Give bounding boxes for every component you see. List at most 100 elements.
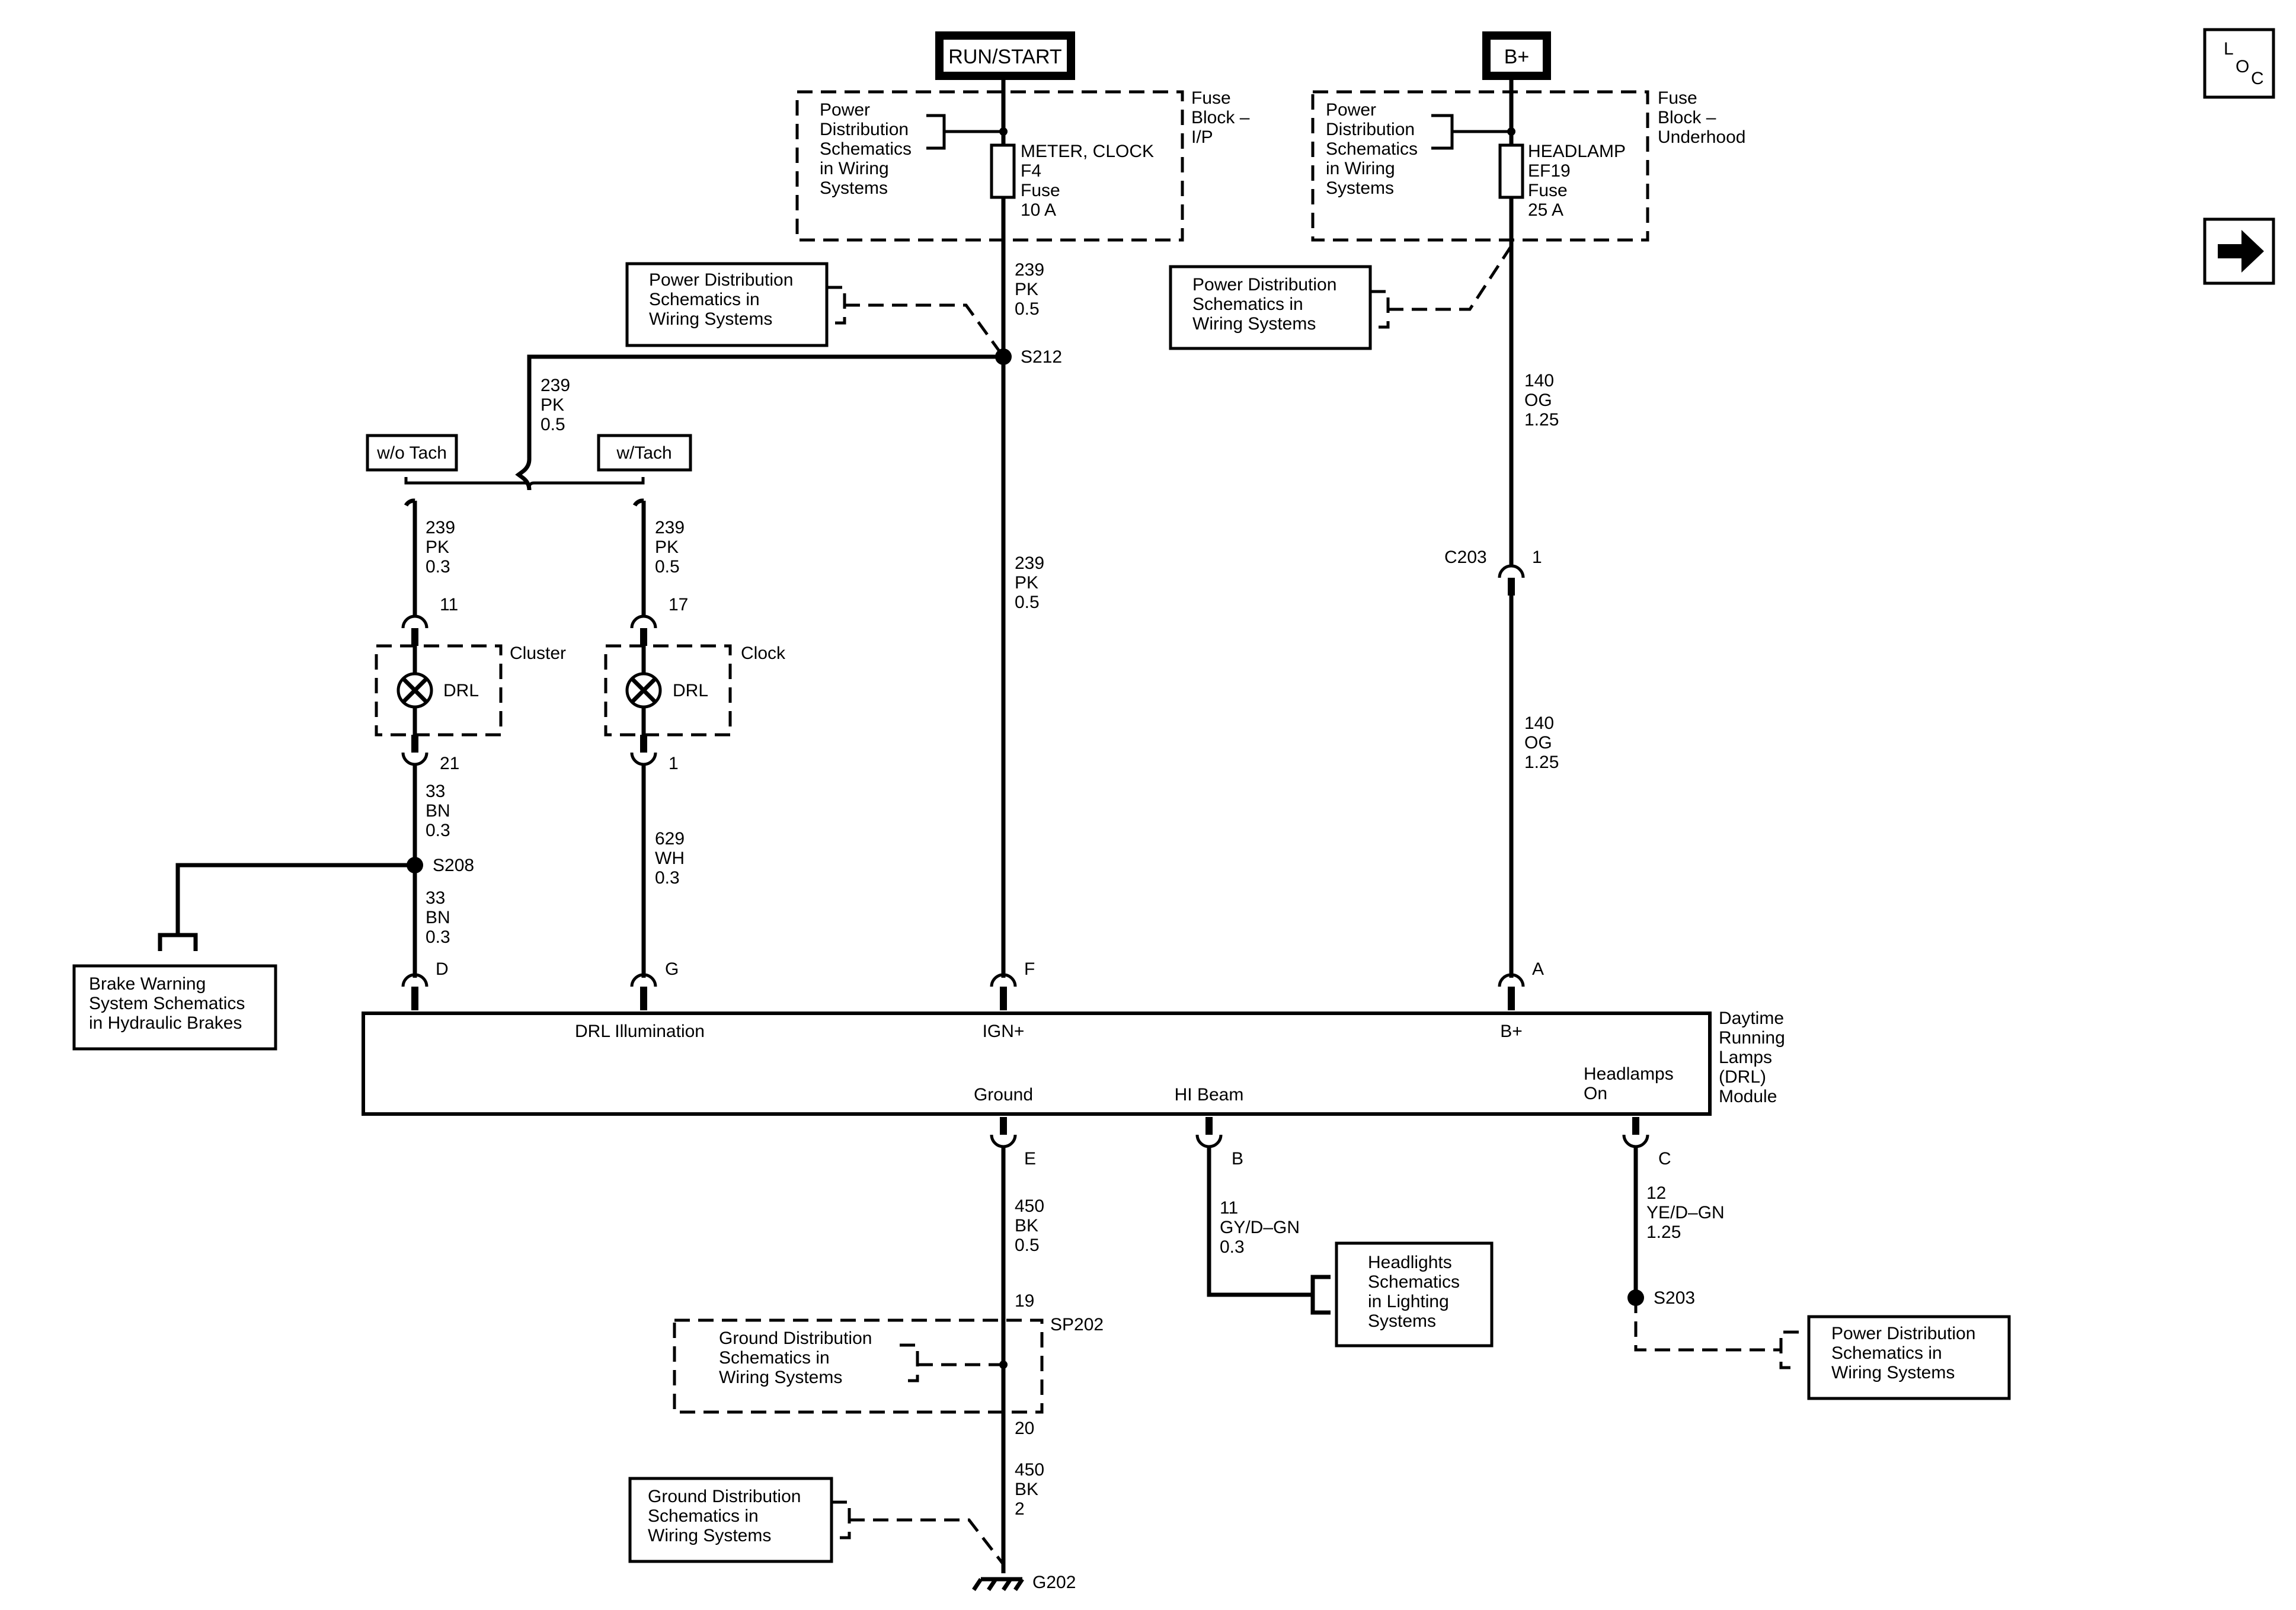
splice-s208: S208 xyxy=(407,856,474,875)
b-plus-label: B+ xyxy=(1504,46,1530,68)
svg-text:w/Tach: w/Tach xyxy=(616,443,671,463)
svg-text:F: F xyxy=(1024,959,1035,979)
module-hi-beam: HI Beam xyxy=(1175,1085,1244,1105)
svg-text:E: E xyxy=(1024,1149,1036,1169)
clock-drl-label: DRL xyxy=(673,681,708,700)
fuse-block-ip-label: Fuse Block – I/P xyxy=(1191,88,1255,147)
wire-239-clock-label: 239 PK 0.5 xyxy=(655,518,689,577)
loc-l: L xyxy=(2224,39,2234,59)
fuse-block-ip: Fuse Block – I/P Power Distribution Sche… xyxy=(795,88,1255,242)
wire-12-label: 12 YE/D–GN 1.25 xyxy=(1646,1183,1729,1242)
next-page-arrow-icon[interactable] xyxy=(2203,217,2275,285)
module-pin-d: D xyxy=(401,959,449,1010)
module-pin-e: E xyxy=(990,1117,1036,1169)
cluster-pin-11: 11 xyxy=(401,595,458,646)
ground-g202-icon: G202 xyxy=(972,1573,1076,1592)
cluster-component: Cluster DRL xyxy=(375,644,566,737)
ref-headlights[interactable]: Headlights Schematics in Lighting System… xyxy=(1335,1241,1494,1347)
splice-s203-label: S203 xyxy=(1654,1288,1695,1308)
connector-c203-pin: 1 xyxy=(1532,548,1542,567)
wire-clock-feed xyxy=(632,498,646,616)
splice-s212: S212 xyxy=(995,347,1062,367)
clock-component: Clock DRL xyxy=(604,644,786,737)
svg-text:1: 1 xyxy=(669,754,679,773)
svg-text:20: 20 xyxy=(1015,1419,1034,1438)
wire-450-bottom-label: 450 BK 2 xyxy=(1015,1460,1049,1519)
option-wo-tach: w/o Tach xyxy=(366,434,458,472)
svg-text:Power Distribution Schem: Power Distribution Schematics in Wiring … xyxy=(1831,1324,1981,1382)
location-icon[interactable]: L O C xyxy=(2203,28,2275,99)
connector-c203-label: C203 xyxy=(1444,548,1487,567)
run-start-source: RUN/START xyxy=(935,31,1075,80)
svg-text:G: G xyxy=(665,959,679,979)
fuse-block-ip-ref: Power Distribution Schematics in Wiring … xyxy=(820,100,916,198)
wire-11 xyxy=(1207,1147,1313,1297)
splice-s203: S203 xyxy=(1627,1288,1695,1308)
module-ground: Ground xyxy=(974,1085,1033,1105)
svg-text:Ground Distribution Sche: Ground Distribution Schematics in Wiring… xyxy=(648,1487,806,1545)
module-pin-a: A xyxy=(1498,959,1544,1010)
fuse-block-underhood-label: Fuse Block – Underhood xyxy=(1658,88,1745,147)
module-headlamps-on: Headlamps On xyxy=(1584,1064,1678,1103)
cluster-pin-21: 21 xyxy=(401,735,459,773)
clock-label: Clock xyxy=(741,644,786,663)
svg-text:B: B xyxy=(1232,1149,1243,1169)
ref-ground-g202[interactable]: Ground Distribution Schematics in Wiring… xyxy=(628,1477,1005,1566)
wire-33-top-label: 33 BN 0.3 xyxy=(426,782,455,840)
wire-450-top-label: 450 BK 0.5 xyxy=(1015,1196,1049,1255)
run-start-label: RUN/START xyxy=(948,46,1061,68)
svg-text:Brake Warning System Sch: Brake Warning System Schematics in Hydra… xyxy=(89,974,250,1033)
svg-text:11: 11 xyxy=(440,595,458,614)
wire-140-top-label: 140 OG 1.25 xyxy=(1524,371,1559,430)
ref-brake-warning[interactable]: Brake Warning System Schematics in Hydra… xyxy=(72,964,277,1051)
svg-text:D: D xyxy=(436,959,449,979)
module-b-plus: B+ xyxy=(1500,1022,1523,1041)
wire-239-cluster-label: 239 PK 0.3 xyxy=(426,518,460,577)
wire-cluster-feed xyxy=(404,498,417,616)
cluster-label: Cluster xyxy=(510,644,566,663)
module-pin-g: G xyxy=(630,959,679,1010)
fuse-ef19-label: HEADLAMP EF19 Fuse 25 A xyxy=(1528,142,1630,220)
ref-s203-link xyxy=(1634,1298,1799,1369)
ref-power-distribution-s203[interactable]: Power Distribution Schematics in Wiring … xyxy=(1807,1315,2011,1400)
wire-629-label: 629 WH 0.3 xyxy=(655,829,689,888)
b-plus-source: B+ xyxy=(1482,31,1551,80)
module-pin-f: F xyxy=(990,959,1035,1010)
svg-text:Power Distribution Schem: Power Distribution Schematics in Wiring … xyxy=(1192,275,1342,334)
fuse-block-underhood-ref: Power Distribution Schematics in Wiring … xyxy=(1326,100,1422,198)
ref-ground-sp202: Ground Distribution Schematics in Wiring… xyxy=(719,1329,877,1387)
module-pin-c: C xyxy=(1622,1117,1671,1169)
svg-text:19: 19 xyxy=(1015,1291,1034,1311)
svg-text:17: 17 xyxy=(669,595,688,614)
module-ign-plus: IGN+ xyxy=(983,1022,1025,1041)
module-name: Daytime Running Lamps (DRL) Module xyxy=(1719,1009,1790,1106)
svg-text:21: 21 xyxy=(440,754,459,773)
wire-239-ign-label: 239 PK 0.5 xyxy=(1015,553,1049,612)
fuse-block-underhood: Fuse Block – Underhood Power Distributio… xyxy=(1311,88,1745,242)
option-w-tach: w/Tach xyxy=(597,434,692,472)
ref-power-distribution-underhood[interactable]: Power Distribution Schematics in Wiring … xyxy=(1169,245,1513,350)
wire-brake-branch xyxy=(158,863,415,951)
clock-pin-17: 17 xyxy=(630,595,688,646)
option-bracket xyxy=(404,477,645,488)
svg-text:Headlights Schematics: Headlights Schematics in Lighting System… xyxy=(1368,1253,1464,1331)
splice-pack-sp202: 19 SP202 20 Ground Distribution Schemati… xyxy=(673,1291,1104,1438)
ref-power-distribution-s212[interactable]: Power Distribution Schematics in Wiring … xyxy=(625,262,1005,358)
clock-pin-1: 1 xyxy=(630,735,679,773)
fuse-f4-label: METER, CLOCK F4 Fuse 10 A xyxy=(1021,142,1159,220)
wire-239-branch xyxy=(515,354,1003,491)
ground-g202-label: G202 xyxy=(1032,1573,1076,1592)
wire-11-label: 11 GY/D–GN 0.3 xyxy=(1220,1198,1304,1257)
wire-239-branch-label: 239 PK 0.5 xyxy=(541,376,575,434)
splice-sp202-label: SP202 xyxy=(1050,1315,1104,1334)
svg-text:Power Distribution Schem: Power Distribution Schematics in Wiring … xyxy=(649,270,798,329)
svg-text:w/o Tach: w/o Tach xyxy=(376,443,447,463)
splice-s212-label: S212 xyxy=(1021,347,1062,367)
connector-c203: C203 1 xyxy=(1444,548,1542,596)
module-drl-illumination: DRL Illumination xyxy=(575,1022,705,1041)
wire-140-bottom-label: 140 OG 1.25 xyxy=(1524,713,1559,772)
ref-headlights-bracket xyxy=(1310,1275,1331,1315)
splice-s208-label: S208 xyxy=(433,856,474,875)
svg-text:A: A xyxy=(1532,959,1544,979)
